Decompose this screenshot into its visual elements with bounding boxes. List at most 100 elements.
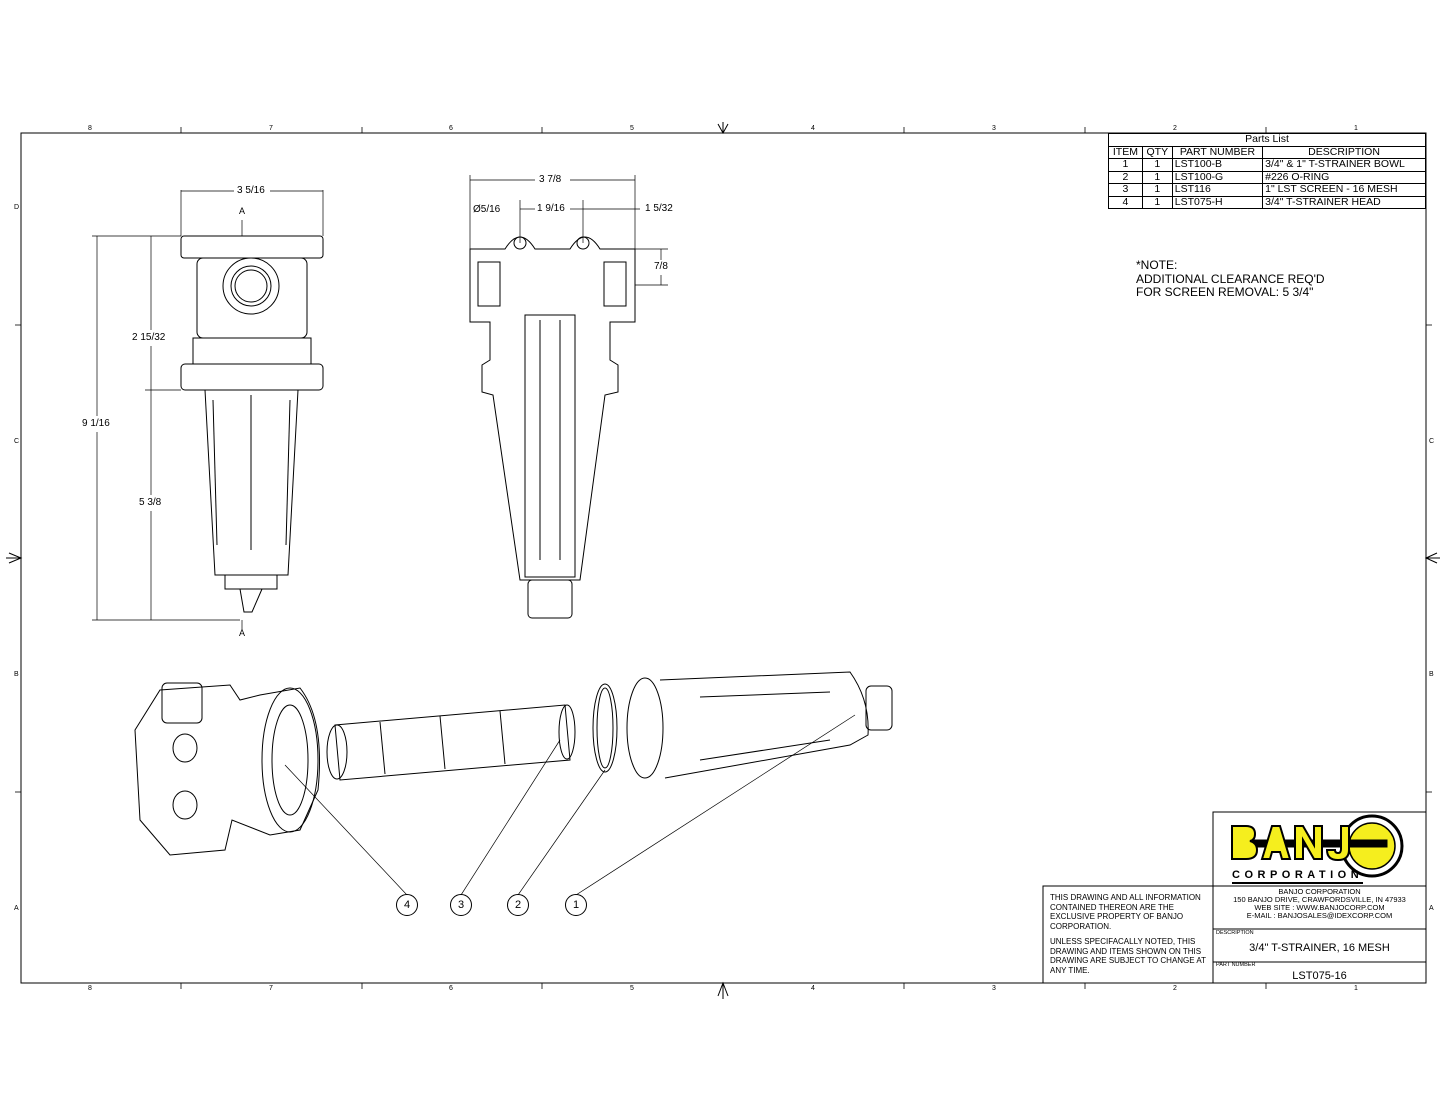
description-cell: 3/4" T-STRAINER HEAD — [1262, 195, 1426, 209]
zone-row-a: A — [1429, 905, 1434, 912]
disclaimer: THIS DRAWING AND ALL INFORMATION CONTAIN… — [1050, 893, 1210, 975]
zone-col-1: 1 — [1354, 985, 1358, 992]
dim-overall-width: 3 7/8 — [539, 174, 562, 185]
company-email: E-MAIL : BANJOSALES@IDEXCORP.COM — [1246, 911, 1393, 920]
section-view-dimensions — [469, 175, 668, 286]
qty-cell: 1 — [1141, 183, 1173, 197]
exploded-bowl — [626, 671, 893, 779]
zone-col-7: 7 — [269, 125, 273, 132]
balloon-item-3: 3 — [450, 894, 472, 916]
title-block-lines — [1042, 811, 1427, 984]
parts-list-table: Parts List ITEM QTY PART NUMBER DESCRIPT… — [1108, 133, 1426, 209]
center-marks — [6, 122, 1440, 999]
item-cell: 1 — [1108, 158, 1143, 172]
item-cell: 4 — [1108, 195, 1143, 209]
zone-col-5: 5 — [630, 125, 634, 132]
part-number-cell: LST100-B — [1171, 158, 1264, 172]
leader-lines — [284, 714, 856, 896]
zone-ticks — [15, 127, 1432, 989]
part-number-cell: LST075-H — [1171, 195, 1264, 209]
balloon-item-4: 4 — [396, 894, 418, 916]
logo-letterform-a — [1260, 825, 1292, 860]
banjo-logo — [1231, 814, 1404, 878]
balloon-item-2: 2 — [507, 894, 529, 916]
dim-hole-diameter: Ø5/16 — [473, 204, 501, 215]
description-cell: 3/4" & 1" T-STRAINER BOWL — [1262, 158, 1426, 172]
disclaimer-change: UNLESS SPECIFACALLY NOTED, THIS DRAWING … — [1050, 937, 1206, 975]
zone-col-2: 2 — [1173, 125, 1177, 132]
zone-col-6: 6 — [449, 985, 453, 992]
zone-row-a: A — [14, 905, 19, 912]
zone-col-8: 8 — [88, 985, 92, 992]
zone-col-4: 4 — [811, 985, 815, 992]
disclaimer-property: THIS DRAWING AND ALL INFORMATION CONTAIN… — [1050, 893, 1201, 931]
description-field: DESCRIPTION 3/4" T-STRAINER, 16 MESH — [1213, 929, 1426, 962]
front-view-dimensions — [92, 190, 324, 630]
part-number-cell: LST116 — [1171, 183, 1264, 197]
dim-port-offset: 1 5/32 — [645, 203, 673, 214]
description-cell: #226 O-RING — [1262, 170, 1426, 184]
qty-cell: 1 — [1141, 195, 1173, 209]
company-info: BANJO CORPORATION 150 BANJO DRIVE, CRAWF… — [1213, 888, 1426, 920]
table-row: 3 1 LST116 1" LST SCREEN - 16 MESH — [1108, 183, 1426, 197]
description-value: 3/4" T-STRAINER, 16 MESH — [1249, 942, 1390, 954]
logo-letterform-b — [1231, 825, 1259, 860]
section-marker-bottom: A — [239, 628, 246, 638]
dim-head-height: 2 15/32 — [132, 332, 166, 343]
part-number-label: PART NUMBER — [1216, 962, 1256, 968]
table-row: 4 1 LST075-H 3/4" T-STRAINER HEAD — [1108, 195, 1426, 209]
header-description: DESCRIPTION — [1262, 145, 1426, 159]
zone-col-5: 5 — [630, 985, 634, 992]
dim-overall-height: 9 1/16 — [82, 418, 110, 429]
company-address: 150 BANJO DRIVE, CRAWFORDSVILLE, IN 4793… — [1233, 895, 1406, 904]
zone-row-d: D — [14, 204, 20, 211]
logo-letterform-j — [1325, 825, 1350, 862]
item-cell: 2 — [1108, 170, 1143, 184]
exploded-screen — [326, 704, 576, 781]
zone-row-c: C — [1429, 438, 1435, 445]
logo-letterform-n — [1294, 825, 1323, 860]
qty-cell: 1 — [1141, 170, 1173, 184]
front-view-outline — [180, 235, 324, 613]
table-row: 1 1 LST100-B 3/4" & 1" T-STRAINER BOWL — [1108, 158, 1426, 172]
zone-col-7: 7 — [269, 985, 273, 992]
zone-row-b: B — [14, 671, 19, 678]
zone-col-3: 3 — [992, 985, 996, 992]
company-name: BANJO CORPORATION — [1278, 887, 1361, 896]
description-cell: 1" LST SCREEN - 16 MESH — [1262, 183, 1426, 197]
balloon-item-1: 1 — [565, 894, 587, 916]
zone-row-b: B — [1429, 671, 1434, 678]
zone-col-8: 8 — [88, 125, 92, 132]
zone-col-4: 4 — [811, 125, 815, 132]
description-label: DESCRIPTION — [1216, 930, 1254, 936]
part-number-field: PART NUMBER LST075-16 — [1213, 962, 1426, 983]
header-part-number: PART NUMBER — [1171, 145, 1264, 159]
zone-col-3: 3 — [992, 125, 996, 132]
part-number-value: LST075-16 — [1292, 970, 1347, 982]
section-marker-top: A — [239, 206, 246, 216]
table-row: 2 1 LST100-G #226 O-RING — [1108, 170, 1426, 184]
header-qty: QTY — [1141, 145, 1173, 159]
exploded-oring — [592, 683, 618, 773]
note-line: FOR SCREEN REMOVAL: 5 3/4" — [1136, 285, 1314, 299]
note-heading: *NOTE: — [1136, 258, 1178, 272]
parts-list-title: Parts List — [1108, 133, 1426, 147]
dim-width: 3 5/16 — [237, 185, 265, 196]
dim-port-height: 7/8 — [654, 261, 668, 272]
section-view-outline — [469, 236, 636, 619]
zone-col-1: 1 — [1354, 125, 1358, 132]
exploded-head — [134, 682, 320, 856]
zone-row-c: C — [14, 438, 20, 445]
qty-cell: 1 — [1141, 158, 1173, 172]
parts-list-header: ITEM QTY PART NUMBER DESCRIPTION — [1108, 145, 1426, 159]
company-website: WEB SITE : WWW.BANJOCORP.COM — [1254, 903, 1385, 912]
dim-bowl-height: 5 3/8 — [139, 497, 162, 508]
zone-col-2: 2 — [1173, 985, 1177, 992]
header-item: ITEM — [1108, 145, 1143, 159]
dim-hole-spacing: 1 9/16 — [537, 203, 565, 214]
zone-col-6: 6 — [449, 125, 453, 132]
logo-corporation-text: CORPORATION — [1232, 870, 1364, 884]
clearance-note: *NOTE: ADDITIONAL CLEARANCE REQ'D FOR SC… — [1136, 258, 1325, 300]
part-number-cell: LST100-G — [1171, 170, 1264, 184]
